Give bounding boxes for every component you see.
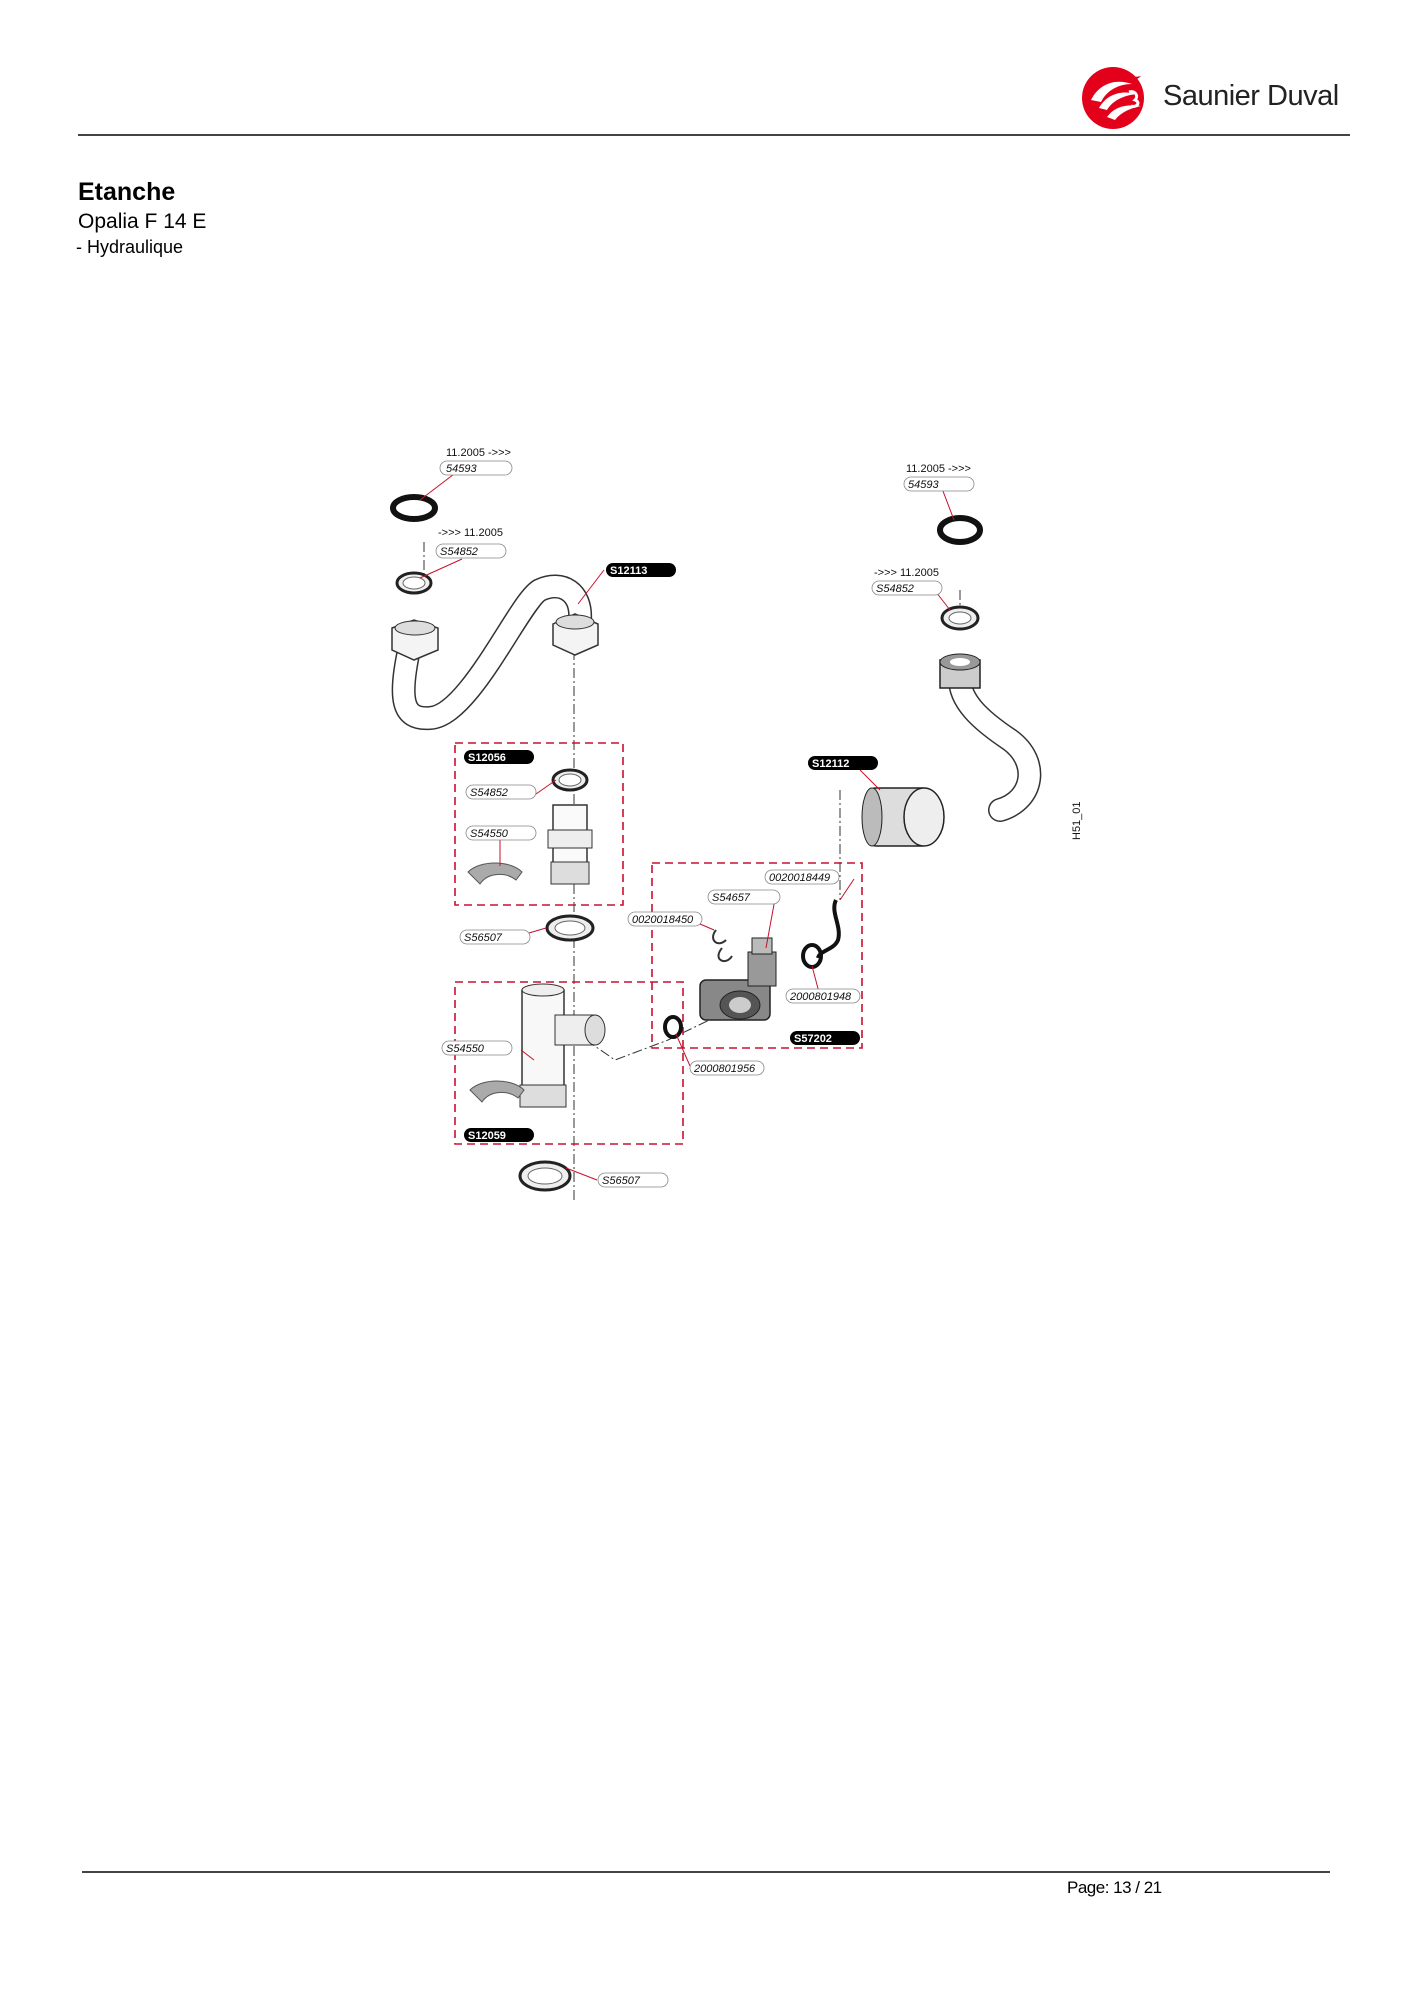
label-s54550-bottom: S54550: [446, 1043, 485, 1055]
label-0020018449: 0020018449: [769, 872, 830, 884]
page-number: Page: 13 / 21: [1067, 1878, 1162, 1897]
washer-s54852-right: [940, 605, 980, 631]
assembly-boxes: [454, 742, 863, 1145]
drawing-code: H51_01: [1071, 801, 1083, 840]
note-until-right: ->>> 11.2005: [874, 567, 939, 579]
tag-s12056: S12056: [468, 752, 506, 764]
label-s54852-mid: S54852: [470, 787, 508, 799]
washer-54593-right: [937, 515, 983, 545]
label-s54852-right: S54852: [876, 583, 914, 595]
brand-logo: Saunier Duval: [1077, 62, 1347, 132]
assembly-box-s57202: [651, 862, 863, 1049]
label-0020018450: 0020018450: [632, 914, 694, 926]
label-54593-right: 54593: [908, 479, 939, 491]
washer-s56507-top: [545, 914, 595, 942]
label-s54852-left: S54852: [440, 546, 478, 558]
footer-divider: [82, 1871, 1330, 1873]
tap-s57202: [663, 899, 841, 1039]
brand-name: Saunier Duval: [1163, 80, 1339, 112]
label-pills: [435, 460, 975, 1188]
tag-s12112: S12112: [812, 758, 849, 770]
washer-54593-left: [390, 494, 438, 522]
washer-s56507-bottom: [518, 1160, 572, 1192]
note-until-left: ->>> 11.2005: [438, 527, 503, 539]
assembly-box-s12056: [454, 742, 624, 906]
tag-s57202: S57202: [794, 1033, 832, 1045]
pipe-s12112: [861, 653, 1042, 847]
page-title: Etanche: [78, 178, 176, 206]
connector-s12056: [467, 768, 593, 885]
model-name: Opalia F 14 E: [78, 210, 207, 233]
tag-s12113: S12113: [610, 565, 647, 577]
label-s54550-top: S54550: [470, 828, 509, 840]
pipe-s12113: [391, 574, 599, 731]
note-from-right: 11.2005 ->>>: [906, 463, 971, 475]
label-2000801956: 2000801956: [693, 1063, 756, 1075]
note-from-left: 11.2005 ->>>: [446, 447, 511, 459]
tag-s12059: S12059: [468, 1130, 506, 1142]
label-s56507-bottom: S56507: [602, 1175, 641, 1187]
header-divider: [78, 134, 1350, 136]
section-name: - Hydraulique: [76, 237, 184, 257]
flame-logo-icon: [1082, 67, 1144, 129]
valve-s12059: [469, 983, 606, 1108]
label-s56507-top: S56507: [464, 932, 503, 944]
assembly-box-s12059: [454, 981, 684, 1145]
label-s54657: S54657: [712, 892, 751, 904]
assembly-tags: [464, 563, 878, 1142]
washer-s54852-left: [395, 571, 433, 595]
label-2000801948: 2000801948: [789, 991, 852, 1003]
label-54593-left: 54593: [446, 463, 477, 475]
